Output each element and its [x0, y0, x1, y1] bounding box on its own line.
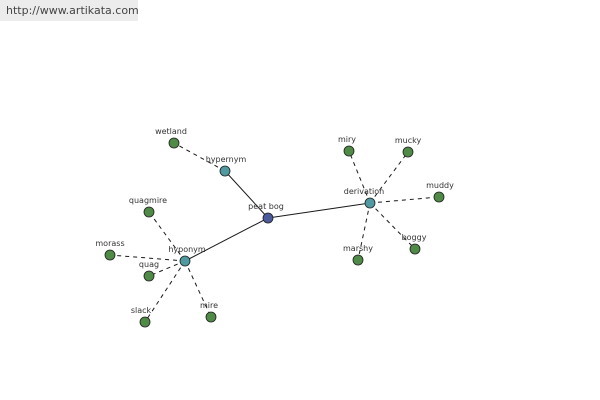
node-label-hyponym: hyponym — [168, 245, 206, 254]
node-quag[interactable]: quag — [139, 260, 159, 282]
node-marker-boggy[interactable] — [409, 243, 421, 255]
edge-hyponym-quag — [148, 260, 186, 277]
node-label-morass: morass — [95, 239, 124, 248]
node-marker-quag[interactable] — [143, 270, 155, 282]
node-derivation[interactable]: derivation — [344, 187, 384, 209]
node-boggy[interactable]: boggy — [402, 233, 427, 255]
node-label-quagmire: quagmire — [129, 196, 167, 205]
node-marker-mucky[interactable] — [402, 146, 414, 158]
edge-hyponym-mire — [184, 260, 212, 318]
edge-hyponym-quagmire — [148, 211, 186, 262]
graph-edges — [109, 142, 440, 323]
edge-derivation-muddy — [369, 196, 440, 204]
node-quagmire[interactable]: quagmire — [129, 196, 167, 218]
node-marker-peat-bog[interactable] — [262, 212, 274, 224]
edge-peat-bog-derivation — [267, 202, 371, 219]
node-miry[interactable]: miry — [338, 135, 356, 157]
node-marker-marshy[interactable] — [352, 254, 364, 266]
node-marker-miry[interactable] — [343, 145, 355, 157]
node-hyponym[interactable]: hyponym — [168, 245, 206, 267]
node-label-marshy: marshy — [343, 244, 373, 253]
edge-peat-bog-hyponym — [184, 217, 269, 262]
node-slack[interactable]: slack — [131, 306, 152, 328]
node-marshy[interactable]: marshy — [343, 244, 373, 266]
edge-peat-bog-hypernym — [224, 170, 269, 219]
node-marker-mire[interactable] — [205, 311, 217, 323]
node-marker-wetland[interactable] — [168, 137, 180, 149]
node-marker-quagmire[interactable] — [143, 206, 155, 218]
graph-nodes: peat bog hypernym hyponym derivation wetland… — [95, 127, 454, 328]
node-label-quag: quag — [139, 260, 159, 269]
node-label-peat-bog: peat bog — [248, 202, 284, 211]
node-label-mire: mire — [200, 301, 218, 310]
node-mire[interactable]: mire — [200, 301, 218, 323]
node-label-derivation: derivation — [344, 187, 384, 196]
source-url-bar: http://www.artikata.com — [0, 0, 139, 21]
node-marker-slack[interactable] — [139, 316, 151, 328]
node-label-muddy: muddy — [426, 181, 454, 190]
node-hypernym[interactable]: hypernym — [206, 155, 247, 177]
node-label-wetland: wetland — [155, 127, 187, 136]
node-muddy[interactable]: muddy — [426, 181, 454, 203]
node-marker-hypernym[interactable] — [219, 165, 231, 177]
node-marker-hyponym[interactable] — [179, 255, 191, 267]
edge-derivation-miry — [348, 150, 371, 204]
node-label-miry: miry — [338, 135, 356, 144]
node-marker-muddy[interactable] — [433, 191, 445, 203]
node-label-slack: slack — [131, 306, 152, 315]
node-mucky[interactable]: mucky — [395, 136, 422, 158]
node-morass[interactable]: morass — [95, 239, 125, 261]
edge-derivation-marshy — [357, 202, 371, 261]
edge-derivation-mucky — [369, 151, 409, 204]
node-label-mucky: mucky — [395, 136, 422, 145]
source-link[interactable]: http://www.artikata.com — [6, 4, 139, 17]
node-label-hypernym: hypernym — [206, 155, 247, 164]
edge-hypernym-wetland — [173, 142, 226, 172]
node-wetland[interactable]: wetland — [155, 127, 187, 149]
edge-derivation-boggy — [369, 202, 416, 250]
node-peat-bog[interactable]: peat bog — [248, 202, 284, 224]
node-marker-derivation[interactable] — [364, 197, 376, 209]
node-marker-morass[interactable] — [104, 249, 116, 261]
node-label-boggy: boggy — [402, 233, 427, 242]
